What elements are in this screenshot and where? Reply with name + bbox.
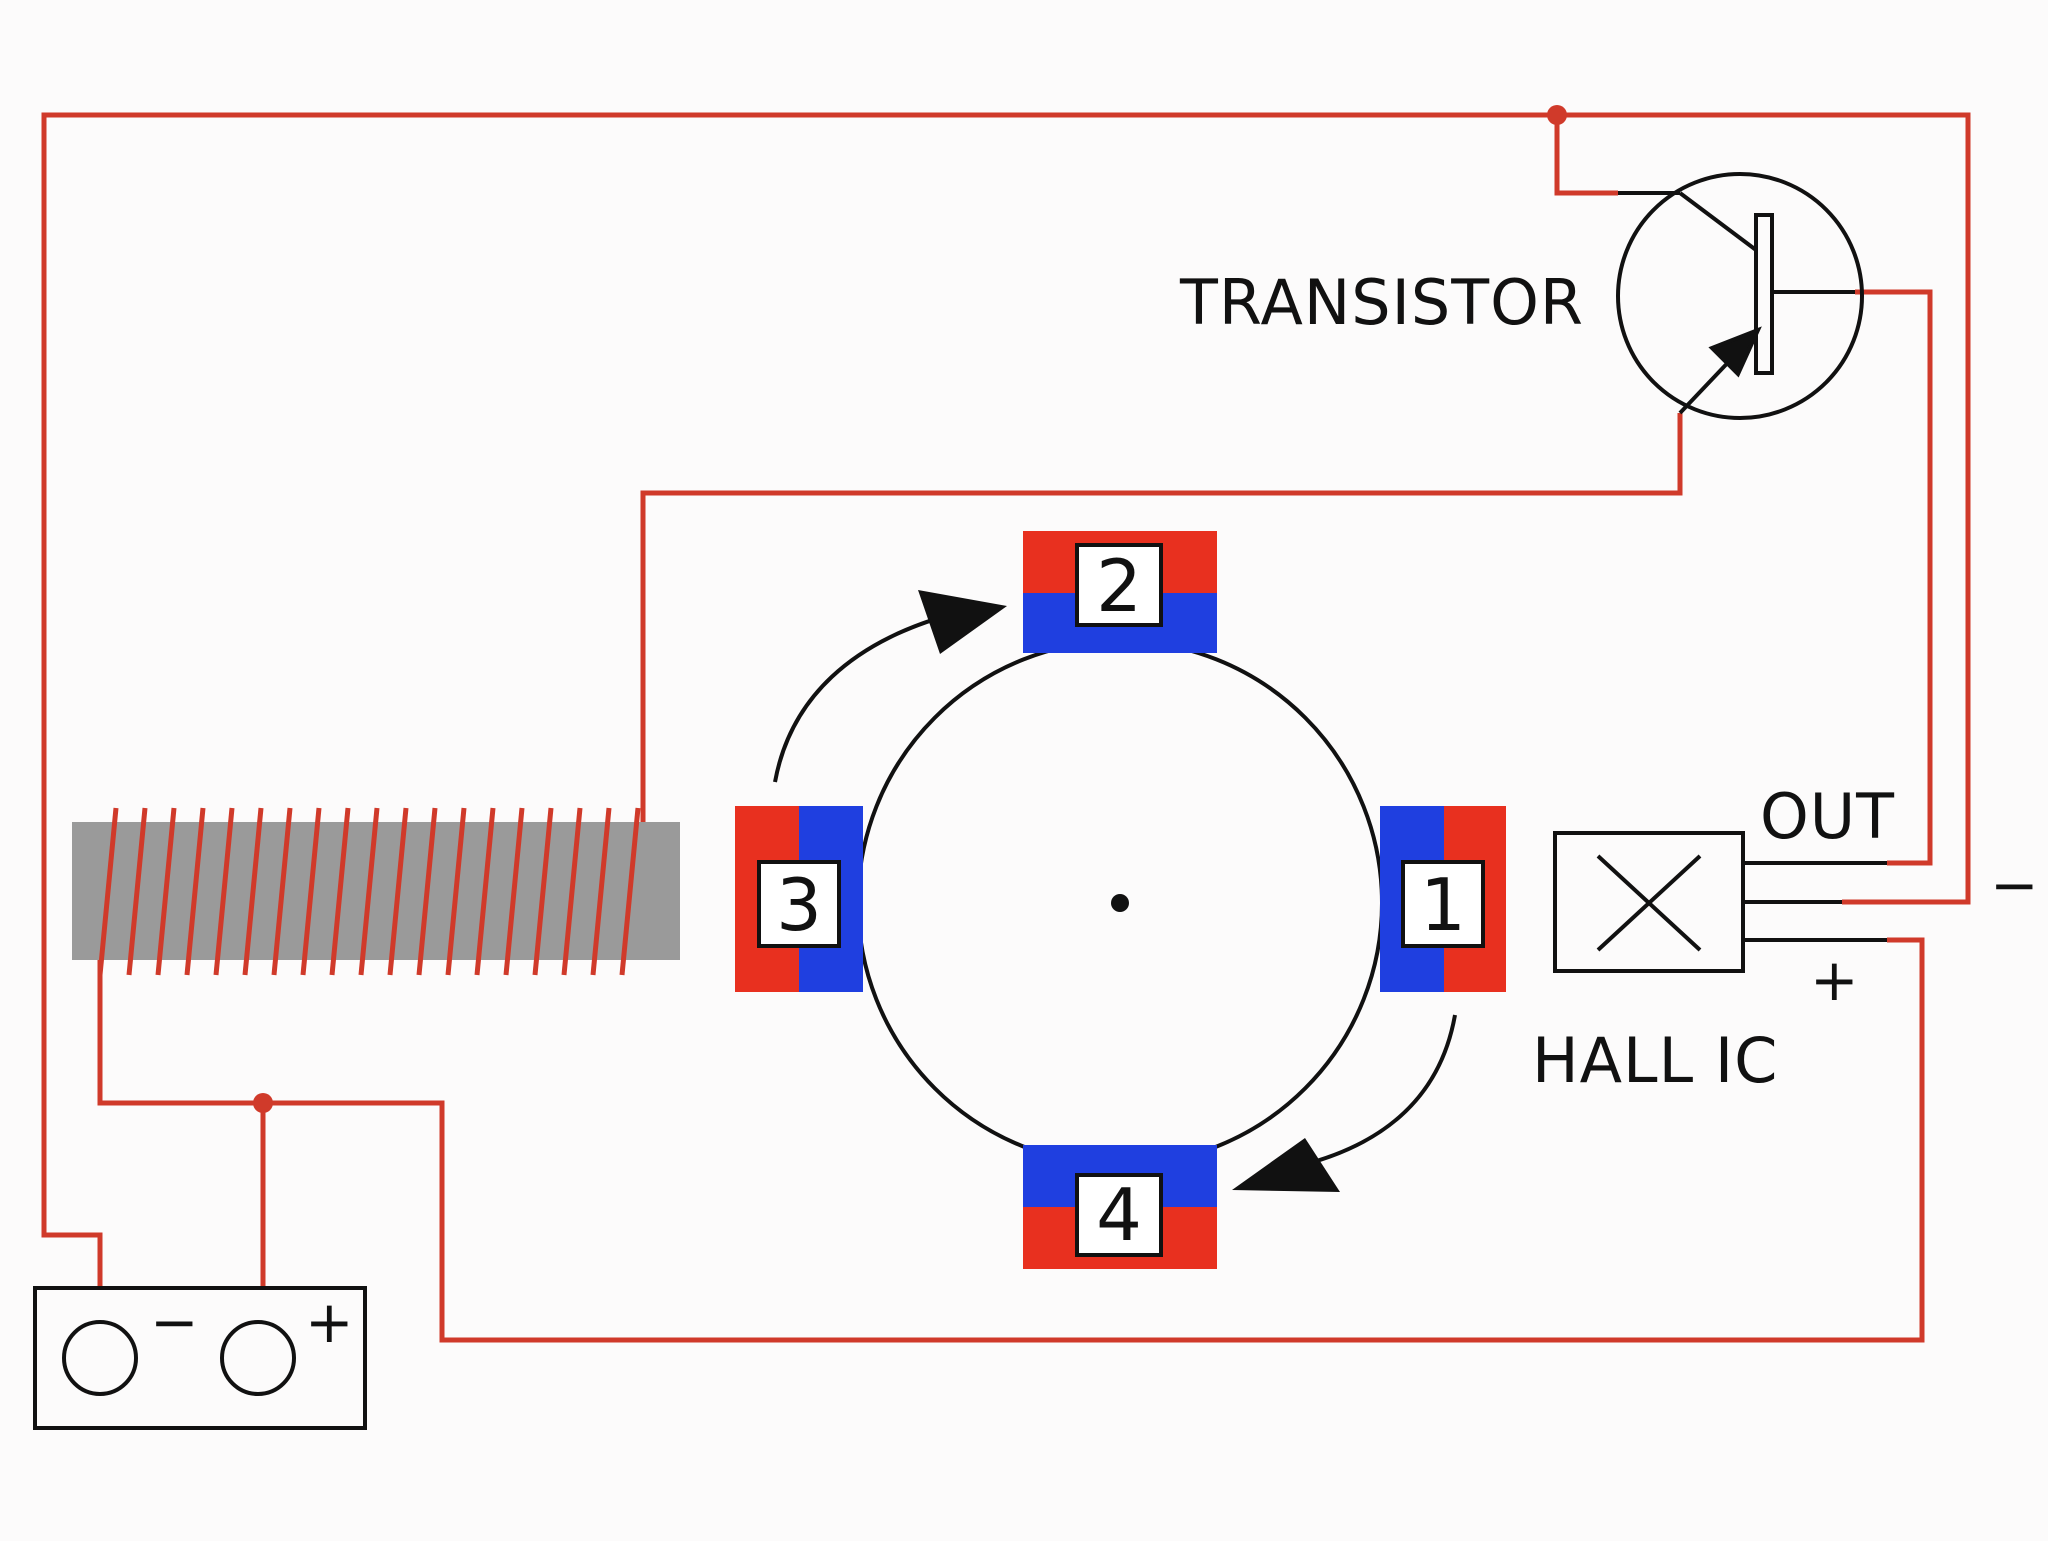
battery: [33, 1286, 367, 1430]
battery-minus-terminal: [62, 1320, 138, 1396]
wire-coil-to-hall-plus: [97, 937, 1925, 1343]
coil-winding: [532, 807, 554, 976]
rotor: [856, 639, 1384, 1167]
transistor-circle: [1616, 172, 1864, 420]
battery-plus-label: +: [305, 1288, 354, 1356]
electromagnet-coil: [72, 807, 680, 976]
hall-ic-label: HALL IC: [1532, 1024, 1778, 1097]
coil-winding: [561, 807, 583, 976]
magnet-2: 2: [1023, 531, 1217, 653]
magnet-3-label: 3: [776, 863, 822, 947]
transistor-label: TRANSISTOR: [1179, 266, 1584, 339]
coil-winding: [300, 807, 322, 976]
transistor: [1616, 172, 1864, 420]
transistor-emitter-arrow-icon: [1708, 326, 1762, 378]
coil-windings: [97, 807, 641, 976]
wire-battery-minus-to-top: [41, 112, 1971, 1300]
wiring: [41, 112, 1971, 1343]
rotation-arrow-top-icon: [773, 610, 961, 783]
wire-top-to-collector: [1554, 115, 1618, 196]
coil-winding: [126, 807, 148, 976]
battery-plus-terminal: [220, 1320, 296, 1396]
coil-winding: [474, 807, 496, 976]
magnet-3: 3: [735, 806, 863, 992]
coil-winding: [590, 807, 612, 976]
rotation-arrow-bottom-icon: [1289, 1014, 1457, 1170]
wire-emitter-to-coil: [640, 413, 1683, 825]
rotation-arrowhead-top-icon: [918, 590, 1007, 654]
magnet-1-label: 1: [1420, 863, 1466, 947]
coil-winding: [503, 807, 525, 976]
hall-ic-plus-label: +: [1810, 946, 1859, 1014]
coil-winding: [619, 807, 641, 976]
coil-winding: [155, 807, 177, 976]
coil-winding: [184, 807, 206, 976]
rotor-center-dot: [1111, 894, 1129, 912]
battery-box: [33, 1286, 367, 1430]
hall-ic-cross-b: [1596, 854, 1702, 952]
coil-winding: [97, 807, 119, 976]
coil-winding: [242, 807, 264, 976]
coil-winding: [387, 807, 409, 976]
hall-ic-minus-label: −: [1990, 851, 2039, 919]
coil-winding: [416, 807, 438, 976]
coil-winding: [445, 807, 467, 976]
coil-winding: [358, 807, 380, 976]
transistor-collector-diag: [1678, 191, 1758, 252]
coil-winding: [329, 807, 351, 976]
rotation-arrowhead-bottom-icon: [1232, 1138, 1340, 1192]
transistor-base-bar: [1754, 213, 1774, 375]
rotation-arrows: [773, 590, 1457, 1192]
magnet-4-label: 4: [1096, 1173, 1142, 1257]
magnet-1: 1: [1380, 806, 1506, 992]
magnet-4: 4: [1023, 1145, 1217, 1269]
battery-minus-label: −: [150, 1288, 199, 1356]
magnet-2-label: 2: [1096, 544, 1142, 628]
junction-dot-bottom: [253, 1093, 273, 1113]
coil-winding: [271, 807, 293, 976]
wire-base-to-hall-out: [1855, 289, 1933, 866]
hall-ic-out-label: OUT: [1760, 780, 1895, 853]
hall-ic: [1553, 831, 1887, 973]
coil-winding: [213, 807, 235, 976]
junction-dot-top: [1547, 105, 1567, 125]
